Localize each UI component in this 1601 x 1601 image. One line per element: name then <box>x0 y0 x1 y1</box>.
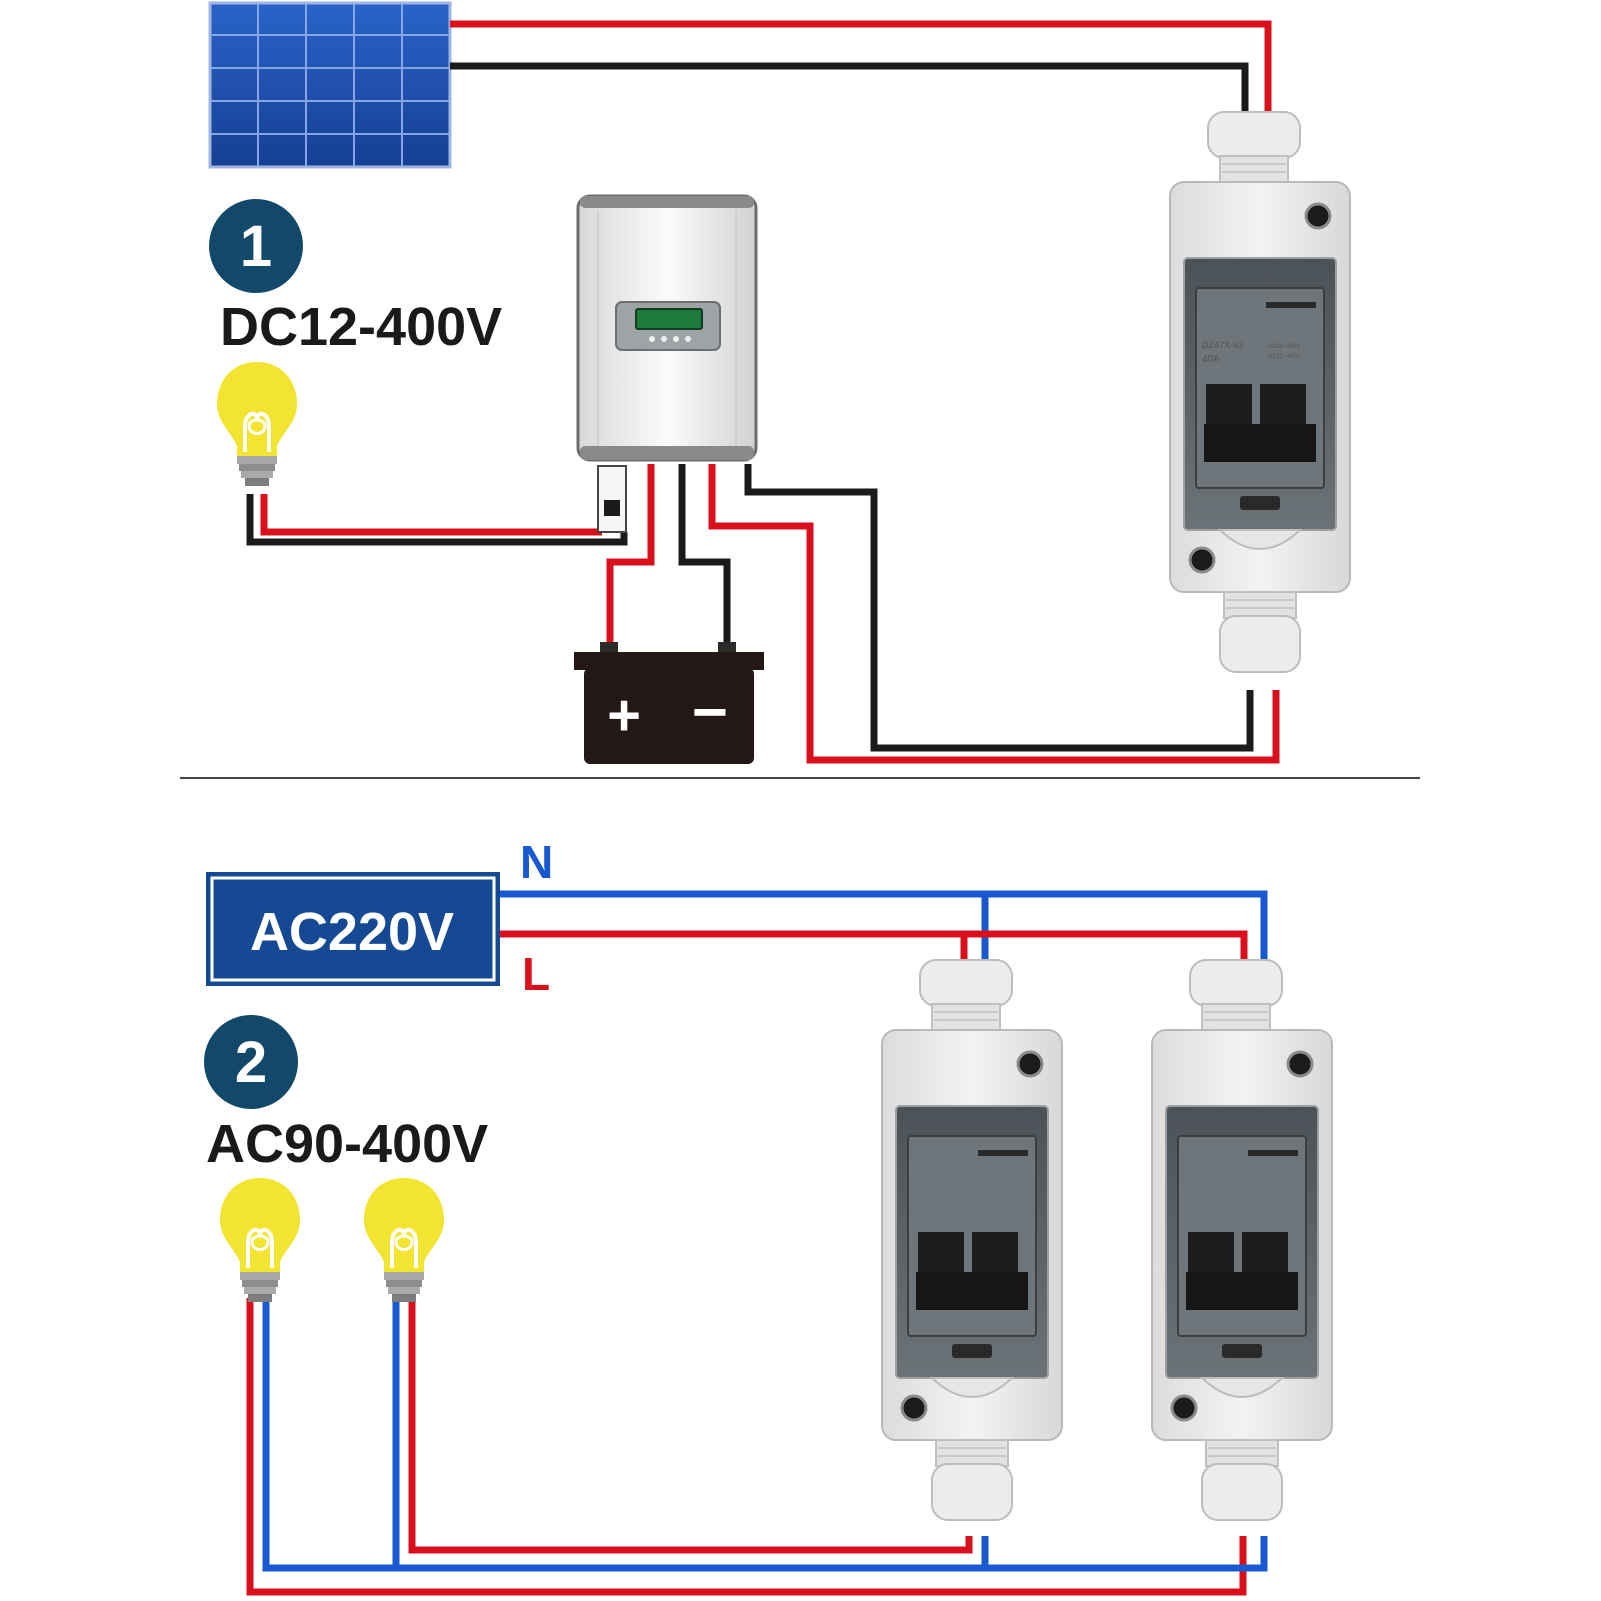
load-positive-wire <box>260 494 602 536</box>
ac-load-bulb-1-icon <box>218 1176 302 1304</box>
ac-voltage-label: AC90-400V <box>206 1114 488 1174</box>
battery-plus-symbol: + <box>607 683 641 748</box>
pv-positive-wire <box>450 20 1272 112</box>
section-2-badge: 2 <box>204 1015 298 1109</box>
load-2-line-wire <box>408 1298 973 1554</box>
ac-source-label: AC220V <box>250 902 454 962</box>
breaker-ac-range-label: AC90~400V <box>1268 344 1301 350</box>
inverter-to-box-positive-wire <box>708 464 1280 764</box>
breaker-rating-label: 40A <box>1202 354 1220 365</box>
section-1-number: 1 <box>240 214 272 279</box>
line-feed-wire <box>500 930 1248 960</box>
breaker-model-label: DZ47X-63 <box>1202 340 1243 350</box>
section-1-badge: 1 <box>209 199 303 293</box>
charge-controller <box>576 194 758 533</box>
battery-negative-wire <box>678 464 731 646</box>
ac-load-bulb-2-icon <box>362 1176 446 1304</box>
neutral-feed-wire <box>500 890 1268 960</box>
ac-wires <box>246 890 1268 1596</box>
section-2-number: 2 <box>235 1030 267 1095</box>
ac-breaker-box-1 <box>880 958 1064 1522</box>
load-neutral-wire <box>262 1298 1268 1572</box>
load-negative-wire <box>246 494 628 546</box>
battery: + − <box>574 642 764 764</box>
dc-voltage-label: DC12-400V <box>220 297 502 357</box>
neutral-label: N <box>520 836 553 888</box>
load-1-line-wire <box>246 1298 1247 1596</box>
solar-panel <box>208 1 452 169</box>
ac-breaker-box-2 <box>1150 958 1334 1522</box>
battery-minus-symbol: − <box>692 678 728 747</box>
pv-negative-wire <box>450 62 1249 112</box>
dc-breaker-box: DZ47X-63 40A AC90~400V DC12~400V <box>1168 110 1352 674</box>
dc-wires <box>246 20 1280 764</box>
inverter-to-box-negative-wire <box>744 464 1254 752</box>
breaker-dc-range-label: DC12~400V <box>1268 354 1301 360</box>
line-label: L <box>522 948 550 1000</box>
dc-load-bulb-icon <box>215 360 299 488</box>
battery-positive-wire <box>606 464 655 646</box>
ac-source-box: AC220V <box>206 872 500 986</box>
